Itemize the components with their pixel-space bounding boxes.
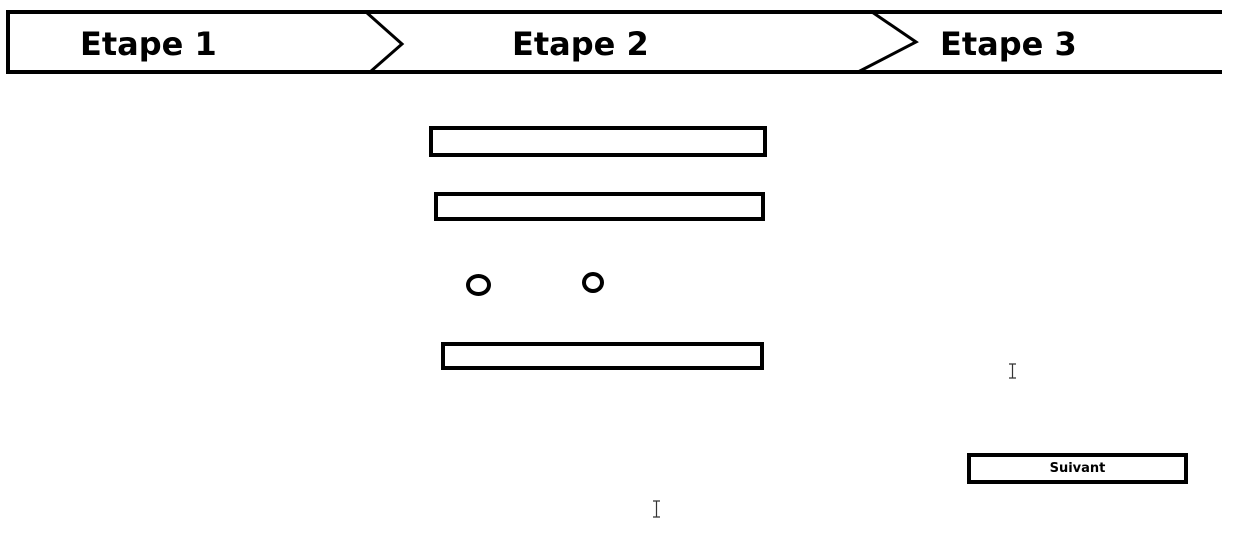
text-cursor-icon	[1009, 363, 1016, 379]
text-field-3[interactable]	[441, 342, 764, 370]
next-button[interactable]: Suivant	[967, 453, 1188, 484]
step-1-tab[interactable]: Etape 1	[80, 25, 217, 63]
stepper-frame	[6, 10, 1222, 74]
step-3-tab[interactable]: Etape 3	[940, 25, 1077, 63]
chevron-right-icon	[365, 10, 405, 74]
radio-option-1[interactable]	[466, 274, 491, 296]
text-field-1[interactable]	[429, 126, 767, 157]
text-field-2[interactable]	[434, 192, 765, 221]
radio-option-2[interactable]	[582, 272, 604, 293]
stepper-bar	[6, 10, 1222, 74]
step-2-tab[interactable]: Etape 2	[512, 25, 649, 63]
chevron-right-icon	[857, 10, 919, 74]
text-cursor-icon	[653, 500, 660, 518]
